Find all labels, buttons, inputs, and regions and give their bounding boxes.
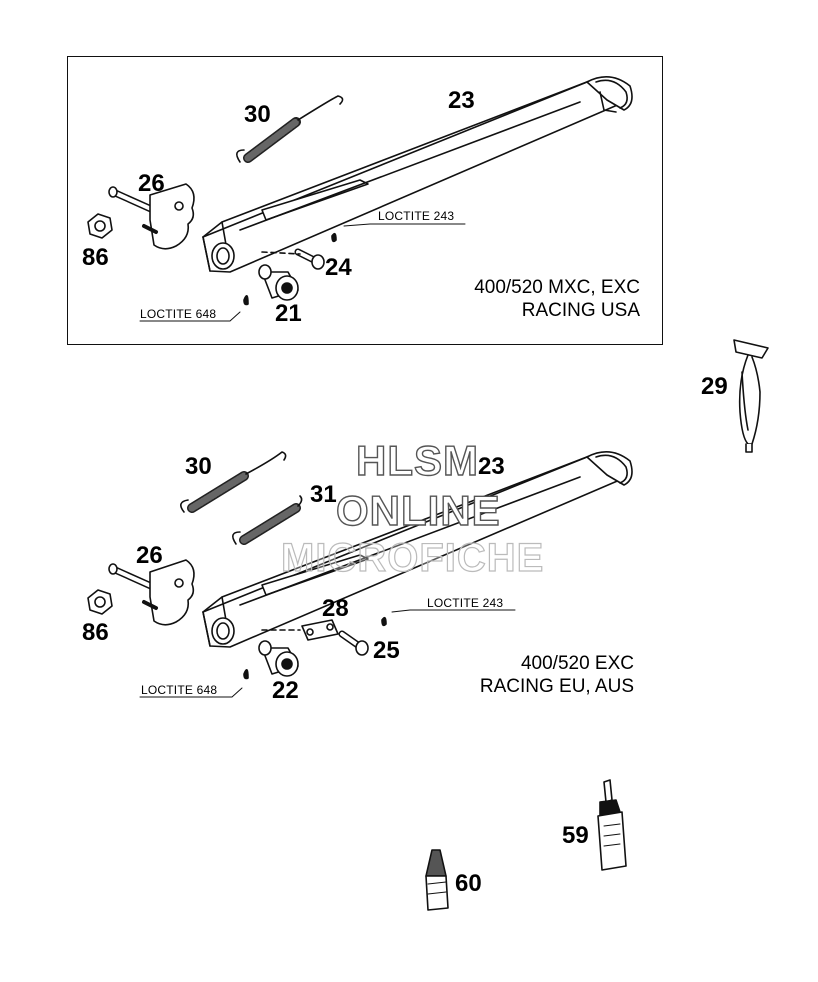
rubber-buffer-part-22-bottom xyxy=(243,640,299,680)
spring-part-30-top xyxy=(236,95,344,163)
model-caption-top: 400/520 MXC, EXC RACING USA xyxy=(474,276,640,322)
loctite-243-label-top: LOCTITE 243 xyxy=(378,209,455,223)
part-number-86-top: 86 xyxy=(82,244,109,271)
part-number-60: 60 xyxy=(455,870,482,897)
model-caption-bottom: 400/520 EXC RACING EU, AUS xyxy=(480,652,634,698)
bolt-part-24-top xyxy=(261,232,337,270)
watermark-line2: ONLINE xyxy=(335,487,501,534)
part-number-30-bottom: 30 xyxy=(185,453,212,480)
part-number-24-top: 24 xyxy=(325,254,352,281)
loctite-bottle-part-59 xyxy=(597,779,627,871)
model-caption-top-line1: 400/520 MXC, EXC xyxy=(474,277,640,298)
part-number-31-bottom: 31 xyxy=(310,481,337,508)
bolt-part-25-bottom xyxy=(261,616,387,656)
part-number-23-bottom: 23 xyxy=(478,453,505,480)
part-number-28-bottom: 28 xyxy=(322,595,349,622)
part-number-26-top: 26 xyxy=(138,170,165,197)
part-number-59: 59 xyxy=(562,822,589,849)
model-caption-bottom-line2: RACING EU, AUS xyxy=(479,676,634,697)
part-number-23-top: 23 xyxy=(448,87,475,114)
part-number-22-bottom: 22 xyxy=(272,677,299,704)
part-number-86-bottom: 86 xyxy=(82,619,109,646)
part-number-21-top: 21 xyxy=(275,300,302,327)
nut-part-86-bottom xyxy=(87,589,113,615)
loctite-648-label-top: LOCTITE 648 xyxy=(140,307,217,321)
spring-part-30-bottom xyxy=(180,451,287,513)
nut-part-86-top xyxy=(87,213,113,239)
watermark-line1: HLSM xyxy=(355,437,479,484)
part-number-29: 29 xyxy=(701,373,728,400)
part-number-25-bottom: 25 xyxy=(373,637,400,664)
part-number-26-bottom: 26 xyxy=(136,542,163,569)
loctite-243-label-bottom: LOCTITE 243 xyxy=(427,596,504,610)
pivot-bolt-part-26-top xyxy=(108,183,195,250)
rubber-buffer-part-21-top xyxy=(243,264,299,306)
model-caption-bottom-line1: 400/520 EXC xyxy=(520,653,634,674)
part-number-30-top: 30 xyxy=(244,101,271,128)
loctite-648-label-bottom: LOCTITE 648 xyxy=(141,683,218,697)
watermark-line3: MICROFICHE xyxy=(280,536,545,580)
side-stand-part-23-top xyxy=(202,76,633,273)
pivot-bolt-part-26-bottom xyxy=(108,559,195,626)
tool-part-29 xyxy=(733,339,769,453)
side-stand-part-23-bottom xyxy=(202,451,633,648)
plate-part-28-bottom xyxy=(301,619,339,641)
spring-part-31-bottom xyxy=(232,495,303,545)
model-caption-top-line2: RACING USA xyxy=(521,300,640,321)
grease-tube-part-60 xyxy=(425,849,449,911)
